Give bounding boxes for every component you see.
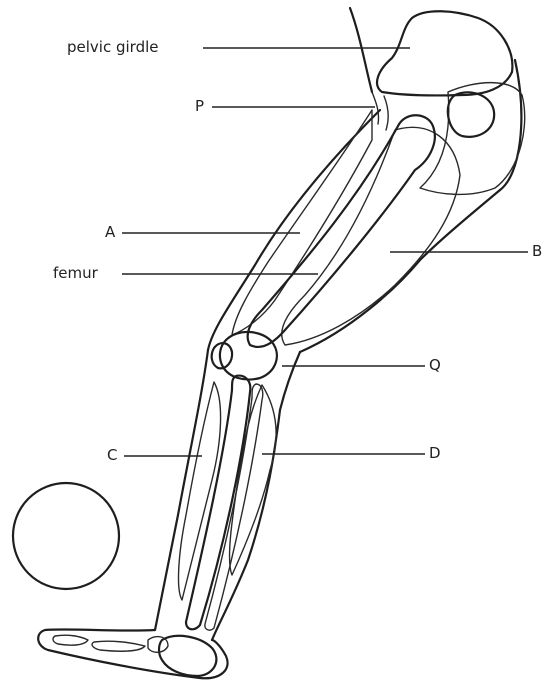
ball (13, 483, 119, 589)
label-p: P (195, 99, 204, 114)
label-d: D (429, 446, 441, 461)
femur-head (448, 92, 494, 137)
label-c: C (107, 448, 117, 463)
anterior-thigh-muscle (232, 110, 372, 335)
thigh-outline (208, 110, 500, 352)
tibia-bone (186, 376, 250, 630)
toe-bone-1 (53, 635, 88, 645)
label-b: B (532, 244, 542, 259)
foot-outline (38, 629, 227, 678)
label-femur: femur (53, 266, 98, 281)
toe-bone-2 (92, 641, 145, 651)
thigh-muscle-mass (282, 127, 460, 345)
label-a: A (105, 225, 115, 240)
label-pelvic-girdle: pelvic girdle (67, 40, 159, 55)
label-q: Q (429, 358, 441, 373)
lower-leg-outline (155, 350, 300, 640)
